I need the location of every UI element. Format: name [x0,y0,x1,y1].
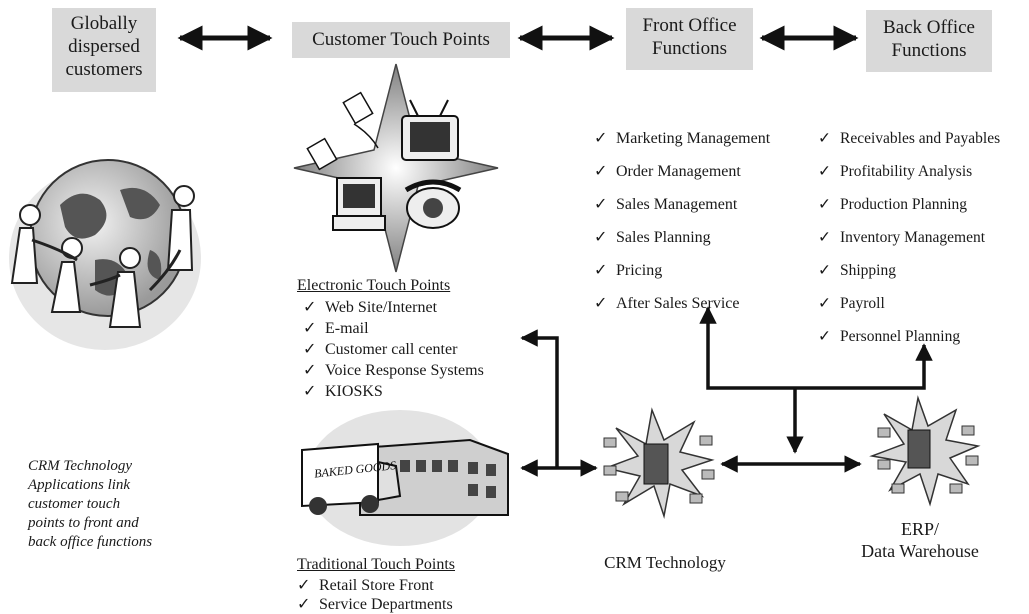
back-office-box: Back Office Functions [866,10,992,72]
check-icon: ✓ [594,163,608,180]
check-icon: ✓ [303,299,317,316]
list-item: ✓After Sales Service [594,287,770,320]
check-icon: ✓ [818,295,831,312]
list-item: ✓Payroll [818,287,1000,320]
electronic-heading: Electronic Touch Points [297,277,451,294]
check-icon: ✓ [818,328,831,345]
erp-server-icon [869,395,981,507]
check-icon: ✓ [297,596,311,613]
crm-label: CRM Technology [604,553,726,572]
traditional-heading: Traditional Touch Points [297,556,456,573]
back-office-list: ✓Receivables and Payables ✓Profitability… [818,122,1000,353]
erp-label: ERP/ Data Warehouse [835,518,1005,562]
front-office-box: Front Office Functions [626,8,753,70]
list-item: ✓Sales Management [594,188,770,221]
globe-people-icon [9,159,201,350]
check-icon: ✓ [303,320,317,337]
electronic-touch-points-icon [293,63,499,273]
arrow-to-back-office [795,343,933,390]
check-icon: ✓ [818,196,831,213]
arrow-to-front-office [699,306,795,390]
list-item: ✓Web Site/Internet [303,299,438,316]
list-item: ✓Sales Planning [594,221,770,254]
customers-box-label: Globally dispersed customers [65,13,143,80]
back-office-box-label: Back Office Functions [883,17,975,61]
list-item: ✓Pricing [594,254,770,287]
list-item: ✓Marketing Management [594,122,770,155]
crm-note: CRM Technology Applications link custome… [28,458,153,550]
list-item: ✓KIOSKS [303,383,383,400]
touch-points-box: Customer Touch Points [292,22,510,58]
check-icon: ✓ [594,196,608,213]
list-item: ✓E-mail [303,320,369,337]
list-item: ✓Profitability Analysis [818,155,1000,188]
traditional-list: ✓Retail Store Front ✓Service Departments [297,576,453,614]
arrow-electronic-link [520,329,559,468]
check-icon: ✓ [818,229,831,246]
list-item: ✓Production Planning [818,188,1000,221]
electronic-list: ✓Web Site/Internet ✓E-mail ✓Customer cal… [303,297,484,402]
list-item: ✓Receivables and Payables [818,122,1000,155]
list-item: ✓Order Management [594,155,770,188]
erp-label-line1: ERP/ [900,519,939,539]
customers-box: Globally dispersed customers [52,8,156,92]
list-item: ✓Shipping [818,254,1000,287]
crm-server-icon [603,407,715,519]
check-icon: ✓ [594,295,608,312]
check-icon: ✓ [594,229,608,246]
check-icon: ✓ [297,577,311,594]
check-icon: ✓ [303,383,317,400]
list-item: ✓Inventory Management [818,221,1000,254]
list-item: ✓Customer call center [303,341,458,358]
traditional-touch-points-icon: BAKED GOODS [301,410,509,546]
check-icon: ✓ [818,163,831,180]
touch-points-box-label: Customer Touch Points [312,29,490,50]
check-icon: ✓ [303,341,317,358]
list-item: ✓Voice Response Systems [303,362,484,379]
list-item: ✓Service Departments [297,596,453,613]
erp-label-line2: Data Warehouse [861,541,979,561]
check-icon: ✓ [303,362,317,379]
list-item: ✓Retail Store Front [297,577,434,594]
front-office-list: ✓Marketing Management ✓Order Management … [594,122,770,320]
check-icon: ✓ [594,262,608,279]
check-icon: ✓ [818,130,831,147]
front-office-box-label: Front Office Functions [642,15,737,59]
check-icon: ✓ [594,130,608,147]
check-icon: ✓ [818,262,831,279]
list-item: ✓Personnel Planning [818,320,1000,353]
